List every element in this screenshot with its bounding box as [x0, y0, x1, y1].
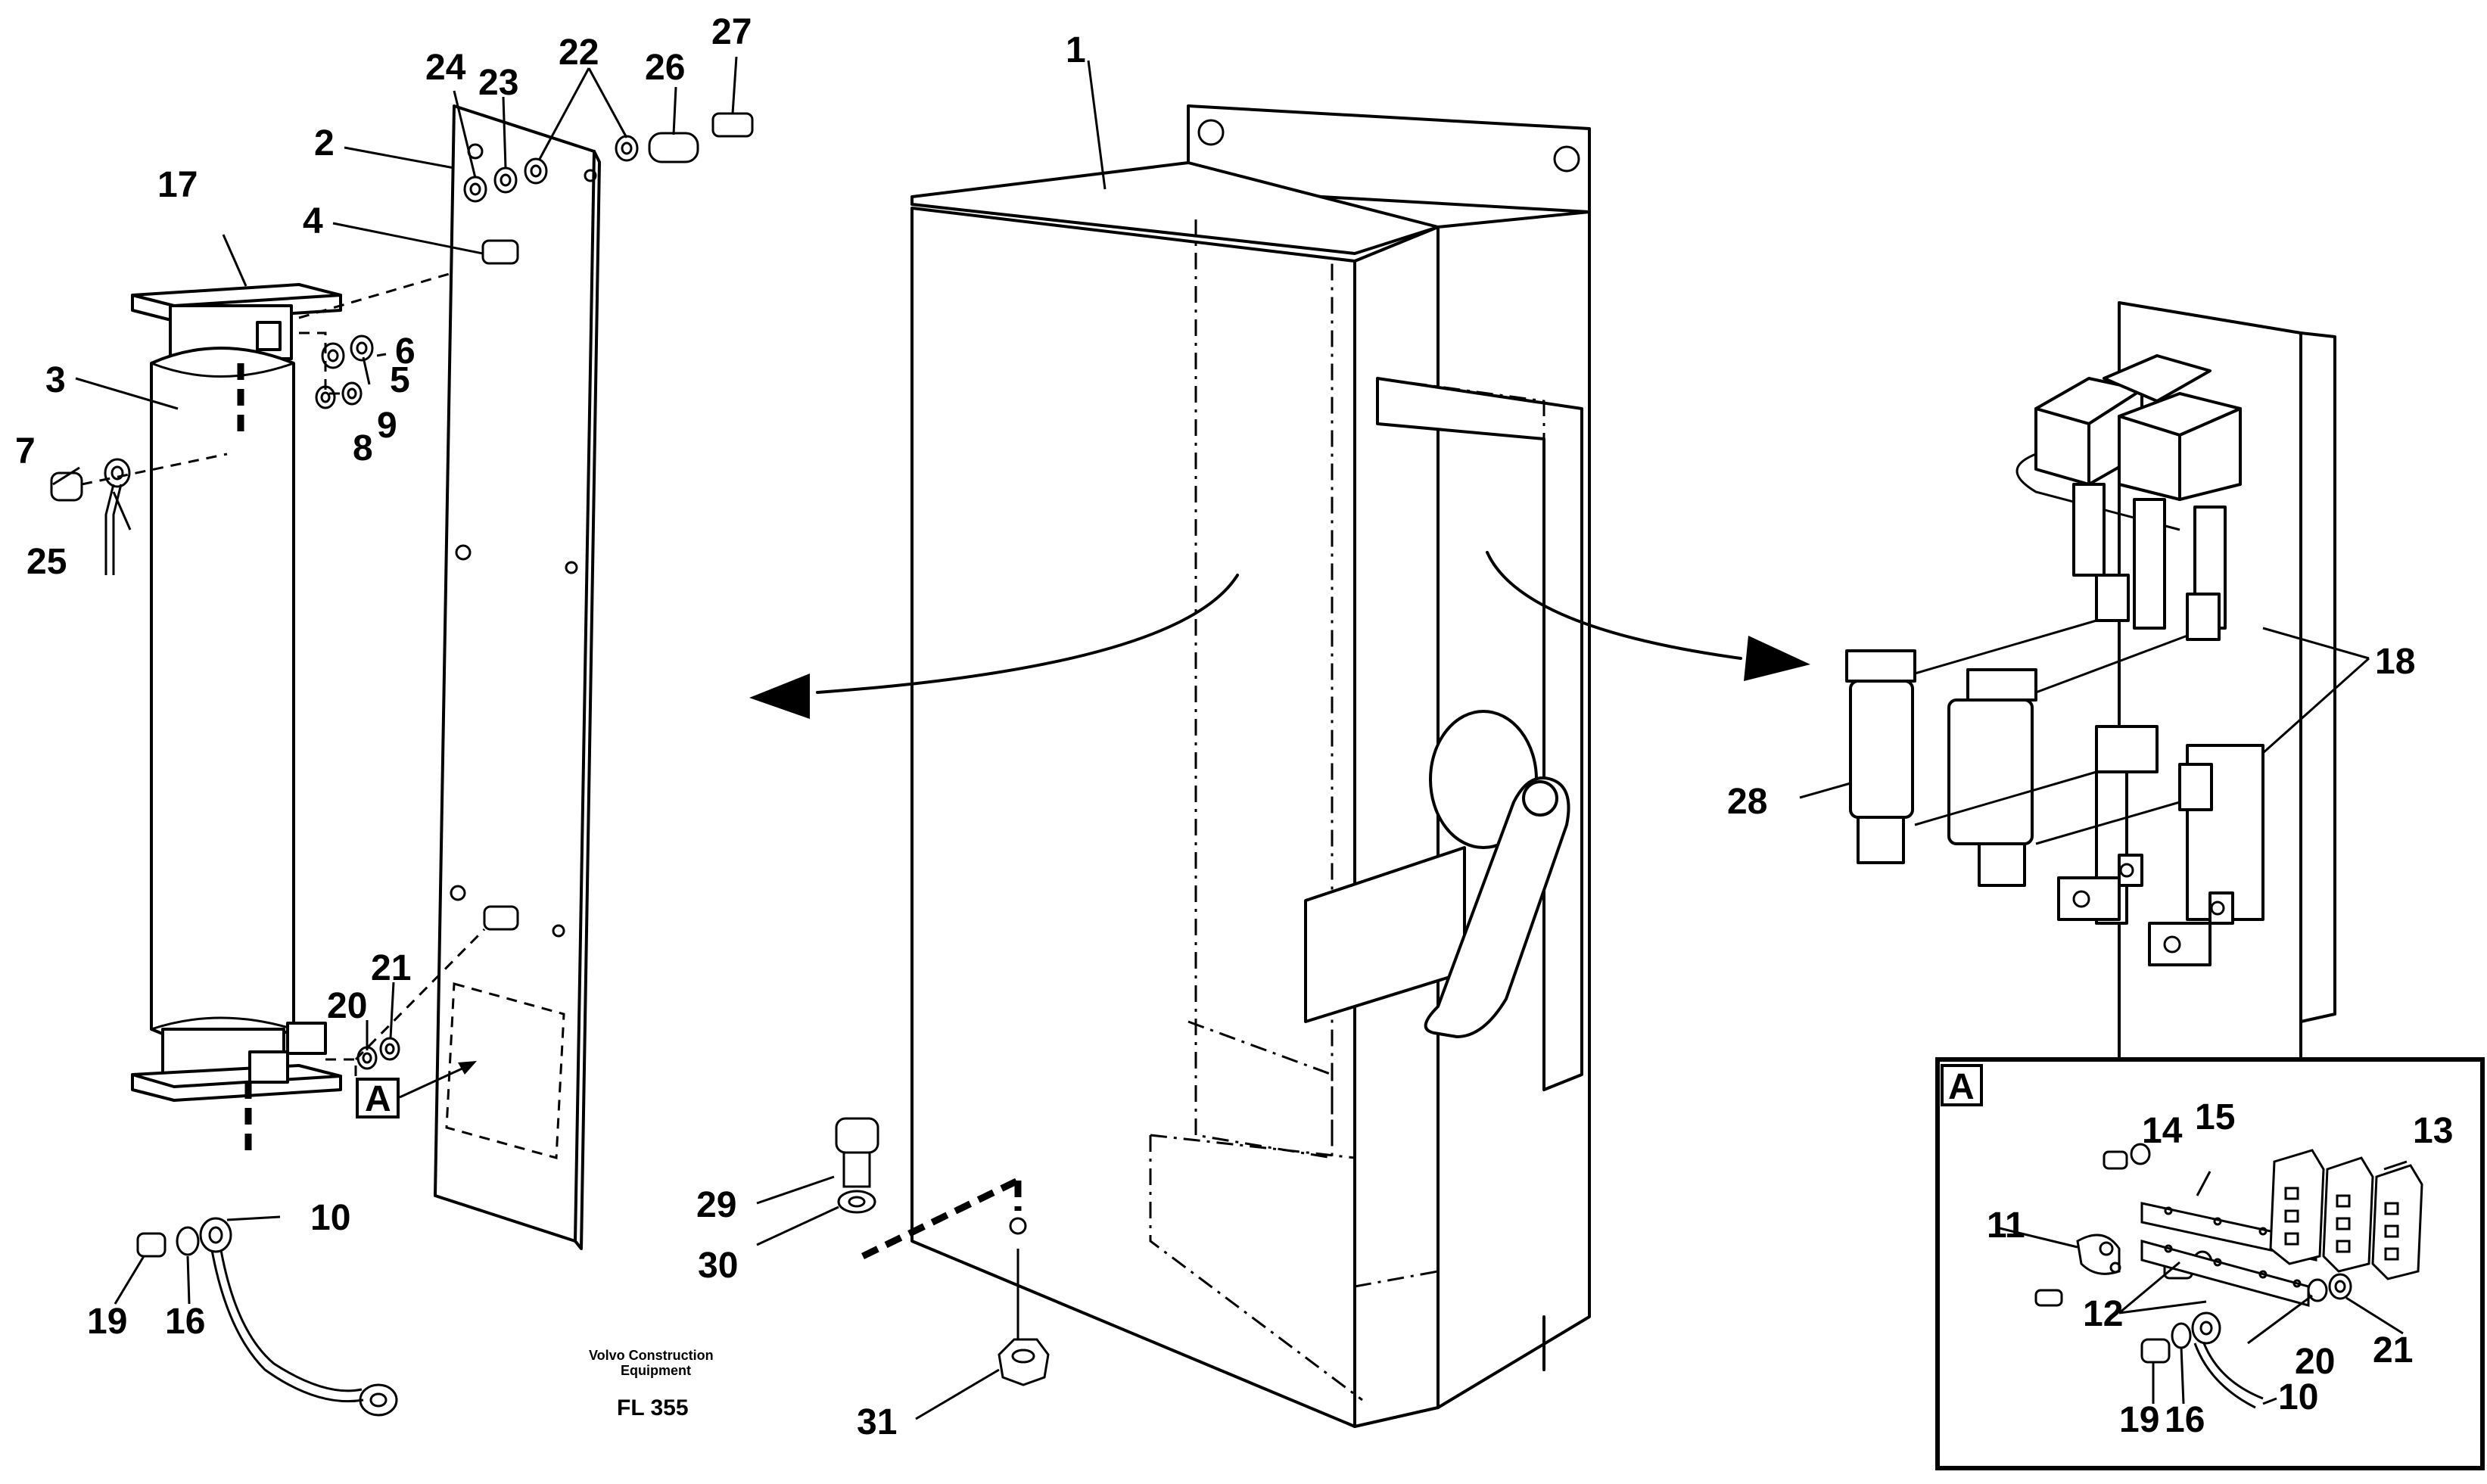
callout-21: 21 [371, 948, 411, 988]
callout-9: 9 [377, 406, 397, 446]
mounting-plate [434, 104, 601, 1250]
callout-30: 30 [698, 1246, 738, 1286]
callout-27: 27 [711, 12, 752, 52]
leader-lines [52, 56, 2408, 1420]
inset-callout-16: 16 [2165, 1400, 2205, 1440]
callout-16: 16 [165, 1302, 205, 1342]
cartridge-fuses [1845, 619, 2188, 887]
inset-callout-12: 12 [2083, 1294, 2123, 1334]
callout-19: 19 [87, 1302, 127, 1342]
inset-callout-13: 13 [2413, 1111, 2453, 1151]
inset-callout-15: 15 [2195, 1097, 2235, 1137]
callout-1: 1 [1066, 30, 1086, 70]
svg-text:Equipment: Equipment [621, 1363, 691, 1378]
callout-28: 28 [1727, 782, 1767, 822]
disconnect-handle [1304, 710, 1570, 1038]
callout-6: 6 [395, 331, 416, 372]
publisher-credit: Volvo Construction Equipment FL 355 [589, 1348, 714, 1420]
electrical-cabinet [910, 104, 1591, 1428]
callout-23: 23 [478, 63, 518, 103]
detail-marker-a: A [356, 1061, 477, 1119]
inset-callout-10: 10 [2278, 1377, 2318, 1417]
callout-26: 26 [645, 48, 685, 88]
detail-inset-a: A [1935, 1057, 2485, 1470]
inset-callout-11: 11 [1987, 1206, 2025, 1246]
ground-cable [136, 1217, 398, 1417]
callout-18: 18 [2375, 642, 2415, 682]
callout-2: 2 [314, 123, 335, 163]
callout-20: 20 [327, 986, 367, 1026]
inset-callout-19: 19 [2119, 1400, 2159, 1440]
callout-8: 8 [353, 428, 373, 468]
swing-arrows [749, 551, 1810, 719]
cylinder-component [131, 271, 486, 1158]
svg-text:Volvo Construction: Volvo Construction [589, 1348, 714, 1363]
inset-callout-14: 14 [2142, 1111, 2183, 1151]
callout-31: 31 [857, 1402, 897, 1442]
callout-17: 17 [157, 165, 198, 205]
callout-22: 22 [559, 33, 599, 73]
inset-callout-20: 20 [2295, 1342, 2335, 1382]
callout-3: 3 [45, 360, 66, 400]
callout-5: 5 [390, 360, 410, 400]
callout-10: 10 [310, 1198, 350, 1238]
callout-25: 25 [26, 542, 67, 582]
svg-text:A: A [365, 1079, 391, 1119]
callout-7: 7 [15, 431, 36, 471]
callout-4: 4 [303, 201, 323, 241]
cylinder-fasteners [50, 334, 400, 1070]
callout-29: 29 [696, 1185, 736, 1225]
callout-numbers: 1 2 3 4 5 6 7 8 9 10 16 17 18 19 20 21 2… [15, 12, 2453, 1442]
svg-text:A: A [1948, 1067, 1975, 1107]
cabinet-fasteners [835, 1117, 1050, 1386]
figure-code: FL 355 [617, 1395, 689, 1420]
callout-24: 24 [425, 48, 466, 88]
inset-callout-21: 21 [2373, 1330, 2413, 1370]
